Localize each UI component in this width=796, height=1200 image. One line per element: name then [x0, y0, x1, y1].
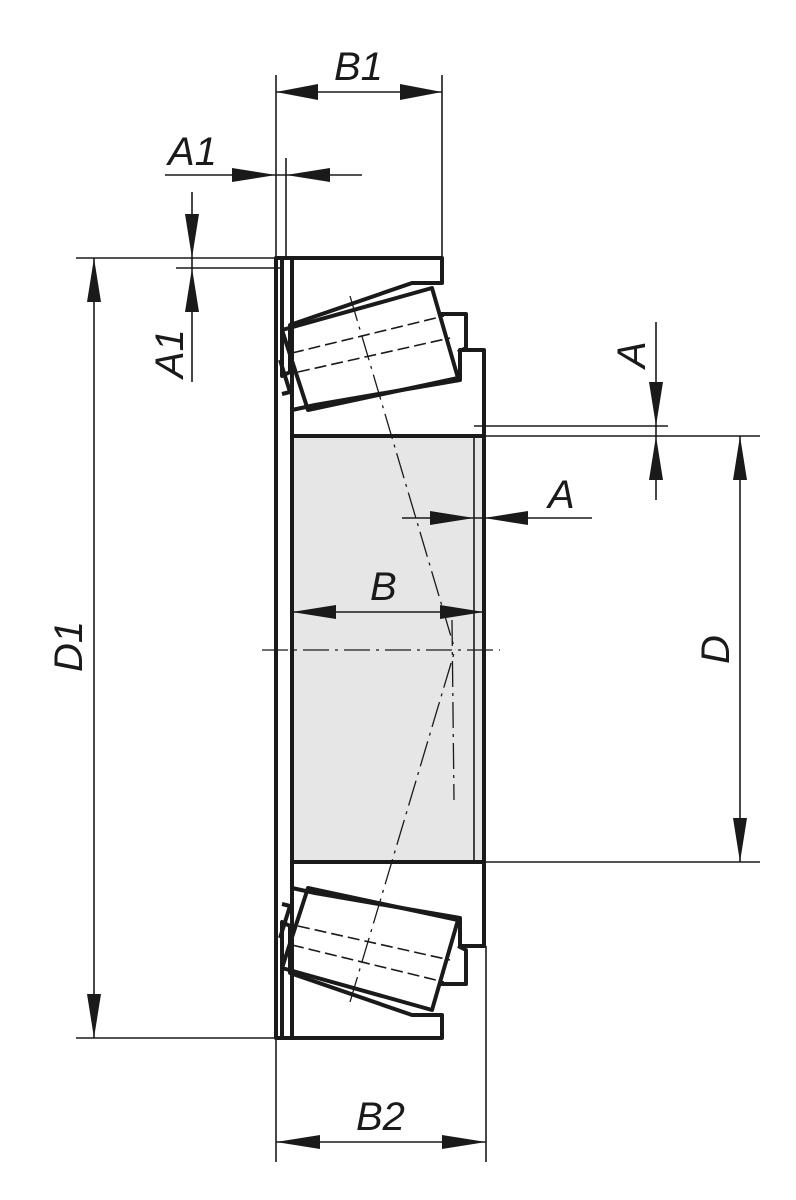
dimension-b: B — [292, 565, 484, 619]
label-b: B — [370, 565, 397, 609]
roller-axis-bottom — [349, 649, 456, 1003]
dimension-d1: D1 — [47, 257, 282, 1039]
dimension-a1-radial: A1 — [148, 192, 282, 382]
outer-ring-bottom — [280, 920, 444, 1040]
label-b1: B1 — [334, 45, 383, 89]
roller-top — [278, 286, 468, 412]
label-a1-radial: A1 — [148, 329, 192, 380]
dimension-a-radial: A — [474, 322, 760, 500]
dimension-a1-axial: A1 — [165, 130, 362, 258]
outer-ring-top — [280, 256, 444, 378]
label-a1-axial: A1 — [166, 130, 217, 174]
bore-area — [292, 436, 484, 862]
label-b2: B2 — [356, 1095, 405, 1139]
contact-line — [451, 619, 455, 801]
label-d: D — [694, 635, 738, 664]
bearing-body — [262, 256, 500, 1040]
label-a-radial: A — [610, 341, 654, 370]
label-a-axial: A — [546, 473, 575, 517]
dimension-a-axial: A — [402, 473, 592, 525]
roller-bottom — [278, 886, 468, 1012]
dimension-b2: B2 — [275, 946, 487, 1162]
label-d1: D1 — [47, 621, 91, 672]
dimension-b1: B1 — [275, 45, 443, 258]
dimensions: B1 A1 A1 A — [47, 45, 760, 1162]
roller-axis-top — [349, 295, 456, 651]
dimension-d: D — [486, 436, 760, 863]
